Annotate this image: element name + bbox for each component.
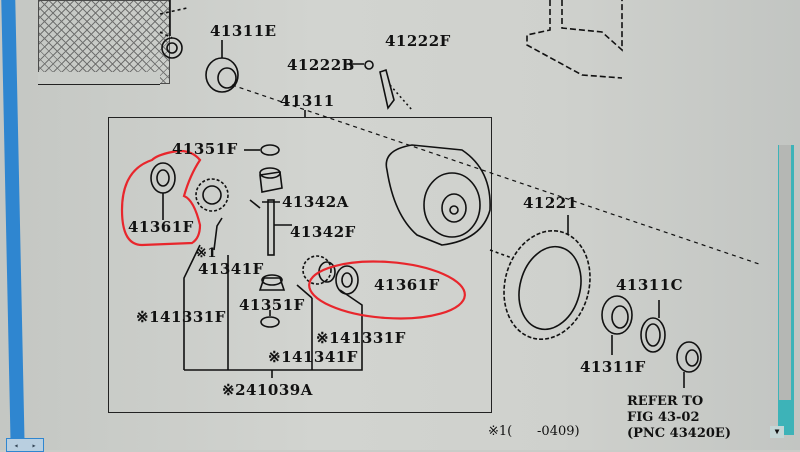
- refer-note: REFER TO FIG 43-02 (PNC 43420E): [627, 394, 731, 442]
- scrollbar-thumb[interactable]: [779, 145, 791, 400]
- label-41311[interactable]: 41311: [280, 92, 335, 110]
- refer-note-line2[interactable]: FIG 43-02: [627, 410, 700, 425]
- label-41351F-top[interactable]: 41351F: [172, 140, 238, 158]
- label-41341F-note-mark: ※1: [196, 246, 217, 261]
- differential-subassembly-box: [108, 117, 492, 413]
- label-41342A[interactable]: 41342A: [282, 193, 349, 211]
- rail-right-button[interactable]: ▸: [31, 440, 37, 450]
- label-41331F-right[interactable]: ※141331F: [316, 329, 406, 347]
- label-41341F-bottom[interactable]: ※141341F: [268, 348, 358, 366]
- label-41331F-left[interactable]: ※141331F: [136, 308, 226, 326]
- label-41342F[interactable]: 41342F: [290, 223, 356, 241]
- label-41351F-bottom[interactable]: 41351F: [239, 296, 305, 314]
- label-41311F[interactable]: 41311F: [580, 358, 646, 376]
- rail-left-button[interactable]: ◂: [13, 440, 19, 450]
- label-41311E[interactable]: 41311E: [210, 22, 277, 40]
- label-41361F-right[interactable]: 41361F: [374, 276, 440, 294]
- label-241039A[interactable]: ※241039A: [222, 381, 313, 399]
- refer-note-line3: (PNC 43420E): [627, 426, 731, 441]
- exploded-view-drawing: [120, 0, 763, 388]
- highlight-right-41361F: [308, 260, 466, 320]
- footnote: ※1( -0409): [488, 424, 580, 439]
- thumbnail-caption: [38, 72, 160, 85]
- highlight-left-41361F: [120, 149, 202, 247]
- label-41222B[interactable]: 41222B: [287, 56, 355, 74]
- refer-note-line1: REFER TO: [627, 394, 704, 409]
- vehicle-locator-thumbnail: [38, 0, 170, 84]
- label-41311C[interactable]: 41311C: [616, 276, 684, 294]
- bearing-icon: [161, 37, 183, 59]
- label-41341F[interactable]: 41341F: [198, 260, 264, 278]
- differential-case-icon: [385, 144, 491, 246]
- label-41361F-left[interactable]: 41361F: [128, 218, 194, 236]
- vertical-scrollbar[interactable]: [778, 145, 794, 435]
- label-41221[interactable]: 41221: [523, 194, 578, 212]
- scroll-down-button[interactable]: ▼: [770, 426, 784, 438]
- ring-gear-icon: [503, 229, 591, 341]
- parts-diagram-canvas: 41311E 41222F 41222B 41311 41351F 41361F…: [22, 0, 770, 450]
- label-41222F[interactable]: 41222F: [385, 32, 451, 50]
